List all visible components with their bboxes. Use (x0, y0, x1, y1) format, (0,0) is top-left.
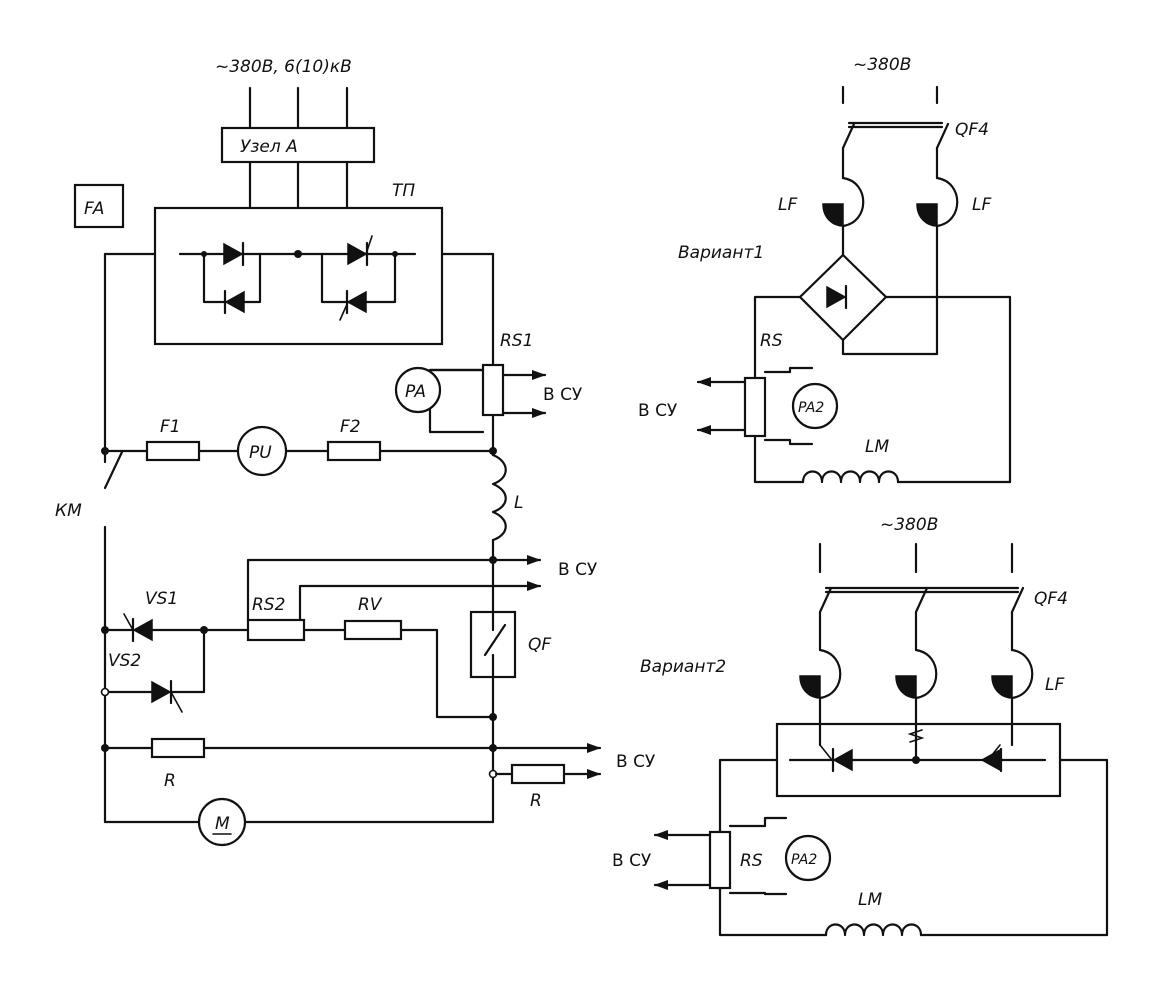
thyristor-vs2-icon (151, 680, 172, 704)
resistor-r-out (510, 763, 566, 785)
variant1-label: Вариант1 (678, 243, 764, 263)
thyristor-icon (347, 242, 368, 266)
fuse-f2 (326, 440, 382, 462)
f2-label: F2 (340, 417, 361, 437)
thyristor-vs1-icon (132, 618, 153, 642)
pa-label: PA (405, 382, 426, 402)
f1-label: F1 (160, 417, 181, 437)
rs-label: RS (760, 331, 783, 351)
lf-label: LF (778, 195, 797, 215)
diode-icon (223, 242, 244, 266)
to-cu-label: В СУ (612, 851, 652, 871)
lf-label: LF (1045, 675, 1064, 695)
converter-internals (178, 235, 417, 321)
lm-label: LM (865, 437, 889, 457)
vs2-label: VS2 (108, 651, 141, 671)
vs1-label: VS1 (145, 589, 178, 609)
converter-label: ТП (392, 181, 415, 201)
thyristor-icon (832, 748, 853, 772)
pa2-ammeter (791, 382, 839, 430)
rv-label: RV (358, 595, 383, 615)
r-label: R (164, 771, 176, 791)
fuse-lf-icon (914, 648, 938, 700)
rs1-label: RS1 (500, 331, 533, 351)
inductor-l (491, 453, 507, 542)
fa-label: FA (84, 199, 104, 219)
pa2-label: PA2 (798, 400, 824, 416)
field-winding-lm (824, 923, 923, 937)
node-a-block (220, 126, 376, 164)
qf-label: QF (528, 635, 551, 655)
to-cu-label: В СУ (558, 560, 598, 580)
rs1-shunt (481, 363, 505, 417)
field-winding-lm (801, 470, 900, 484)
pa2-ammeter (784, 834, 832, 882)
km-label: КМ (55, 501, 82, 521)
left-bus (103, 252, 157, 824)
m-label: M (215, 814, 230, 834)
l-label: L (514, 493, 523, 513)
thyristor-icon (346, 290, 367, 314)
fuse-lf-icon (818, 648, 842, 700)
link-icon (907, 729, 925, 743)
resistor-r (150, 737, 206, 759)
supply-label: ~380В, 6(10)кВ (215, 57, 352, 77)
qf4-label: QF4 (955, 120, 989, 140)
qf4-label: QF4 (1034, 589, 1068, 609)
main-circuit: ~380В, 6(10)кВ Узел А FA ТП (55, 57, 656, 847)
fuse-lf-icon (1010, 648, 1034, 700)
shunt-rs (708, 830, 732, 890)
motor-m (197, 797, 247, 847)
variant2-label: Вариант2 (640, 657, 726, 677)
fuse-lf-icon (841, 176, 865, 228)
r-out-label: R (530, 791, 542, 811)
diode-icon (224, 290, 245, 314)
supply-380-label: ~380В (853, 55, 911, 75)
to-cu-label: В СУ (616, 752, 656, 772)
to-cu-label: В СУ (543, 385, 583, 405)
fuse-lf-icon (935, 176, 959, 228)
right-bus (440, 252, 495, 824)
converter-block (153, 206, 444, 346)
rs-label: RS (740, 851, 763, 871)
pu-label: PU (249, 443, 272, 463)
node-a-label: Узел А (240, 137, 298, 157)
supply-380-label: ~380В (880, 515, 938, 535)
rs2-label: RS2 (252, 595, 285, 615)
lm-label: LM (858, 890, 882, 910)
pa-ammeter (394, 366, 442, 414)
pu-voltmeter (236, 425, 288, 477)
supply-lines (248, 86, 349, 246)
variant2-circuit: ~380В QF4 LF Вариант2 (612, 515, 1109, 937)
variant1-circuit: ~380В QF4 LF LF Вариант1 RS PA2 (638, 55, 1012, 484)
lf-label: LF (972, 195, 991, 215)
fa-block (73, 183, 125, 229)
fuse-f1 (145, 440, 201, 462)
shunt-rs (743, 376, 767, 438)
to-cu-label: В СУ (638, 401, 678, 421)
shunt-rs2 (246, 618, 306, 642)
pa2-label: PA2 (791, 852, 817, 868)
varistor-rv (343, 619, 403, 641)
